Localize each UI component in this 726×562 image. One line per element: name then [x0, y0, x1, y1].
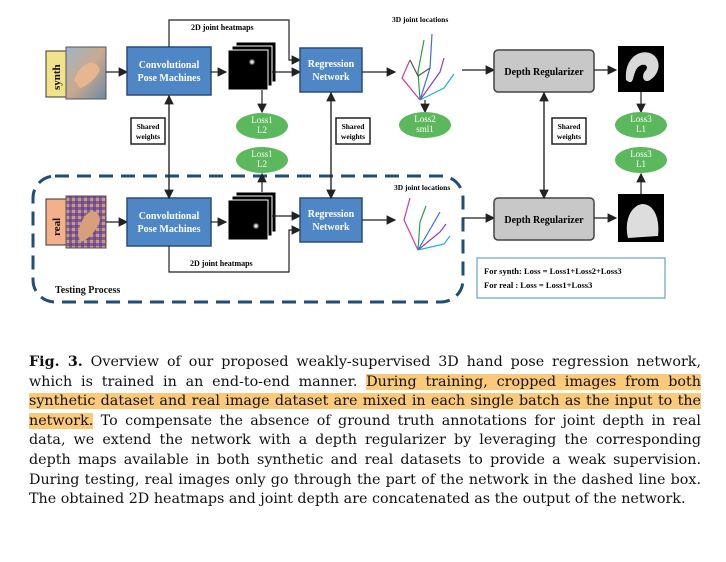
regression-bottom-line1: Regression: [308, 209, 355, 220]
loss1-bottom-name: Loss1: [251, 149, 273, 159]
cpm-top-box: [126, 46, 212, 96]
heatmaps-label-top: 2D joint heatmaps: [191, 23, 254, 32]
regression-bottom-box: [299, 197, 363, 243]
loss2: [399, 112, 451, 138]
caption-text-after: To compensate the absence of ground trut…: [29, 412, 701, 508]
testing-process-box: [31, 174, 465, 304]
regression-top-box: [299, 47, 363, 93]
shared-weights-box-1: [130, 117, 166, 145]
loss3-bottom-name: Loss3: [630, 149, 652, 159]
loss1-bottom-type: L2: [257, 159, 267, 169]
shared-weights-3-line2: weights: [557, 132, 581, 141]
cpm-bottom-line1: Convolutional: [139, 211, 200, 222]
heatmaps-bottom: [227, 191, 277, 241]
joint-locations-label-top: 3D joint locations: [392, 15, 448, 24]
cpm-bottom-box: [126, 197, 212, 247]
loss3-bottom: [615, 147, 667, 173]
loss2-type: sml1: [416, 124, 434, 134]
regression-top-line2: Network: [312, 72, 350, 83]
heatmaps-top: [227, 41, 277, 91]
depth-regularizer-top-label: Depth Regularizer: [504, 67, 584, 78]
skeleton-top: [401, 33, 455, 101]
depth-map-top: [618, 46, 664, 92]
loss2-name: Loss2: [414, 114, 436, 124]
formula-synth: For synth: Loss = Loss1+Loss2+Loss3: [484, 266, 622, 276]
shared-weights-1-line2: weights: [136, 132, 160, 141]
shared-weights-2-line2: weights: [341, 132, 365, 141]
synth-label: synth: [51, 64, 63, 90]
cpm-bottom-line2: Pose Machines: [137, 224, 200, 235]
shared-weights-3-line1: Shared: [558, 122, 582, 131]
loss3-bottom-type: L1: [636, 159, 646, 169]
heatmaps-label-bottom: 2D joint heatmaps: [190, 259, 253, 268]
shared-weights-2-line1: Shared: [342, 122, 366, 131]
joint-locations-label-bottom: 3D joint locations: [394, 183, 450, 192]
regression-top-line1: Regression: [308, 59, 355, 70]
figure-caption: Fig. 3. Overview of our proposed weakly-…: [29, 353, 701, 510]
cpm-top-line1: Convolutional: [139, 60, 200, 71]
loss3-top-name: Loss3: [630, 114, 652, 124]
shared-weights-box-3: [551, 117, 587, 145]
loss1-top: [236, 113, 288, 139]
loss1-top-name: Loss1: [251, 115, 273, 125]
formula-real: For real : Loss = Loss1+Loss3: [484, 280, 592, 290]
loss3-top-type: L1: [636, 124, 646, 134]
loss1-top-type: L2: [257, 125, 267, 135]
skeleton-bottom: [403, 197, 451, 251]
loss1-bottom: [236, 147, 288, 173]
architecture-diagram: Testing Process synth real Convolutional…: [31, 15, 667, 304]
testing-process-label: Testing Process: [55, 285, 120, 296]
loss-formula-box: [476, 257, 666, 299]
depth-regularizer-bottom-label: Depth Regularizer: [504, 215, 584, 226]
shared-weights-1-line1: Shared: [137, 122, 161, 131]
depth-map-bottom: [618, 194, 664, 242]
cpm-top-line2: Pose Machines: [137, 73, 200, 84]
regression-bottom-line2: Network: [312, 222, 350, 233]
loss3-top: [615, 112, 667, 138]
caption-text-before: Overview of our proposed weakly-supervis…: [29, 354, 701, 390]
real-label: real: [51, 218, 63, 236]
caption-label: Fig. 3.: [29, 354, 83, 370]
shared-weights-box-2: [335, 117, 371, 145]
